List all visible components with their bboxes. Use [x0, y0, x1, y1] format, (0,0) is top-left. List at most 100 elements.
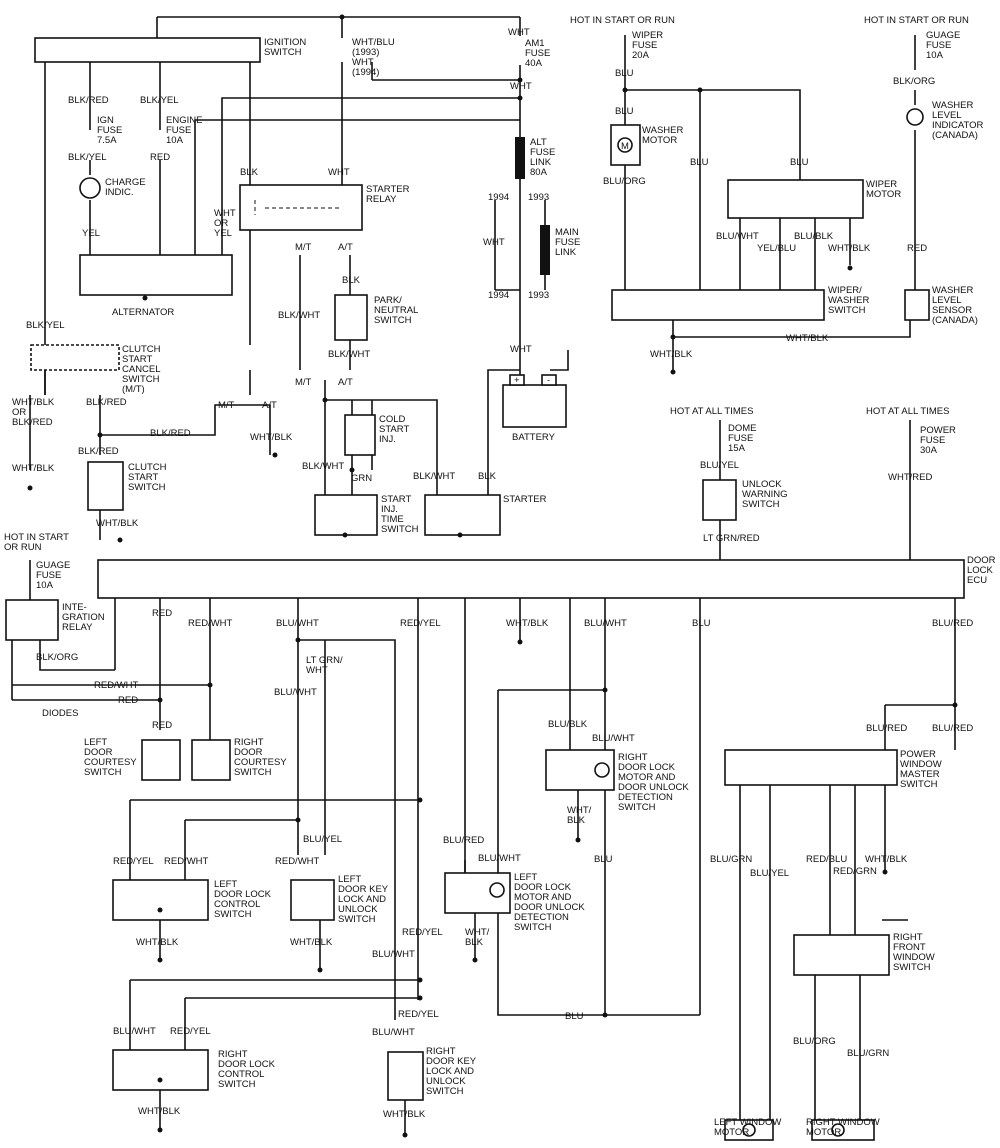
main-fuse-link	[540, 225, 550, 275]
lbl-blu-wht-3: BLU/WHT	[274, 687, 317, 698]
lbl-red-grn: RED/GRN	[833, 866, 877, 877]
lbl-red-yel-rc: RED/YEL	[170, 1026, 211, 1037]
lbl-red-wl: RED	[907, 243, 927, 254]
lbl-red-d: RED	[118, 695, 138, 706]
alt-fuse-link	[515, 137, 525, 179]
lbl-blu-wht-m: BLU/WHT	[478, 853, 521, 864]
lbl-1994-a: 1994	[488, 192, 509, 203]
lbl-wht-red: WHT/RED	[888, 472, 932, 483]
lbl-mt-3: M/T	[218, 400, 235, 411]
lbl-wht-blk-r: WHT/BLK	[567, 805, 592, 826]
lbl-hot-all-power: HOT AT ALL TIMES	[866, 406, 949, 417]
lbl-blk-wht-2: BLK/WHT	[328, 349, 370, 360]
lbl-battery: BATTERY	[512, 432, 556, 443]
lbl-red-1: RED	[152, 608, 172, 619]
washer-level-indicator-lamp	[906, 108, 924, 126]
lbl-blk-4: BLK	[478, 471, 497, 482]
lbl-lt-grn-wht: LT GRN/WHT	[306, 655, 343, 676]
lbl-blu-red-pw2: BLU/RED	[932, 723, 973, 734]
lbl-blk-red-cs: BLK/RED	[78, 446, 119, 457]
lbl-1994-b: 1994	[488, 290, 509, 301]
lbl-batt-minus: -	[547, 375, 550, 386]
lbl-alternator: ALTERNATOR	[112, 307, 174, 318]
lbl-blu-w2: BLU	[615, 106, 634, 117]
lbl-wht-blk-w2: WHT/BLK	[786, 333, 829, 344]
lbl-yel-blu: YEL/BLU	[757, 243, 796, 254]
lbl-blk-wht-3: BLK/WHT	[302, 461, 344, 472]
lbl-wht-blk-w3: WHT/BLK	[650, 349, 693, 360]
lbl-blu-yel-pw: BLU/YEL	[750, 868, 789, 879]
lbl-red-yel-3: RED/YEL	[398, 1009, 439, 1020]
lbl-red-wht-d: RED/WHT	[94, 680, 139, 691]
lbl-red-wht-k: RED/WHT	[275, 856, 320, 867]
lbl-mt-1: M/T	[295, 242, 312, 253]
lbl-wht-blk-k: WHT/BLK	[290, 937, 333, 948]
lbl-wht-top: WHT	[508, 27, 530, 38]
lbl-blk-starter: BLK	[240, 167, 259, 178]
lbl-blu-wht-5: BLU/WHT	[372, 1027, 415, 1038]
lbl-at-2: A/T	[338, 377, 353, 388]
lbl-blu-yel-k: BLU/YEL	[303, 834, 342, 845]
lbl-wht-blu-1993: WHT/BLU(1993)WHT(1994)	[352, 37, 395, 78]
lbl-blu-red-pw1: BLU/RED	[866, 723, 907, 734]
lbl-wht-blk-cs: WHT/BLK	[96, 518, 139, 529]
lbl-starter: STARTER	[503, 494, 547, 505]
lbl-blu-w3: BLU	[690, 157, 709, 168]
lbl-lt-grn-red: LT GRN/RED	[703, 533, 760, 544]
battery-box	[502, 384, 567, 428]
lbl-blu-red-e: BLU/RED	[932, 618, 973, 629]
lbl-wht-blk-l: WHT/BLK	[136, 937, 179, 948]
lbl-blu-grn-2: BLU/GRN	[847, 1048, 889, 1059]
lbl-wht-after-am1: WHT	[510, 81, 532, 92]
lbl-blk-yel-left: BLK/YEL	[26, 320, 65, 331]
components	[5, 37, 965, 1141]
lbl-blk-red-ign: BLK/RED	[68, 95, 109, 106]
lbl-blu-wht-w: BLU/WHT	[716, 231, 759, 242]
lbl-blu-blk-w: BLU/BLK	[794, 231, 834, 242]
lbl-blu-wht-2: BLU/WHT	[584, 618, 627, 629]
lbl-blu-wht-1: BLU/WHT	[276, 618, 319, 629]
junction-dots	[27, 14, 958, 1138]
lbl-blu-yel-dome: BLU/YEL	[700, 460, 739, 471]
lbl-blu-grn-1: BLU/GRN	[710, 854, 752, 865]
lbl-blu-wht-rc: BLU/WHT	[113, 1026, 156, 1037]
lbl-hot-start-run-w: HOT IN START OR RUN	[570, 15, 675, 26]
lbl-at-1: A/T	[338, 242, 353, 253]
lbl-grn: GRN	[351, 473, 372, 484]
lbl-blk-org-l: BLK/ORG	[36, 652, 78, 663]
lbl-batt-plus: +	[514, 375, 520, 386]
lbl-red-yel-2: RED/YEL	[402, 927, 443, 938]
lbl-blu-red-m: BLU/RED	[443, 835, 484, 846]
lbl-yel: YEL	[82, 228, 100, 239]
lbl-blu-r: BLU	[594, 854, 613, 865]
lbl-at-3: A/T	[262, 400, 277, 411]
lbl-blk-wht-1: BLK/WHT	[278, 310, 320, 321]
lbl-blk-red-cm: BLK/RED	[150, 428, 191, 439]
lbl-blk-org-top: BLK/ORG	[893, 76, 935, 87]
